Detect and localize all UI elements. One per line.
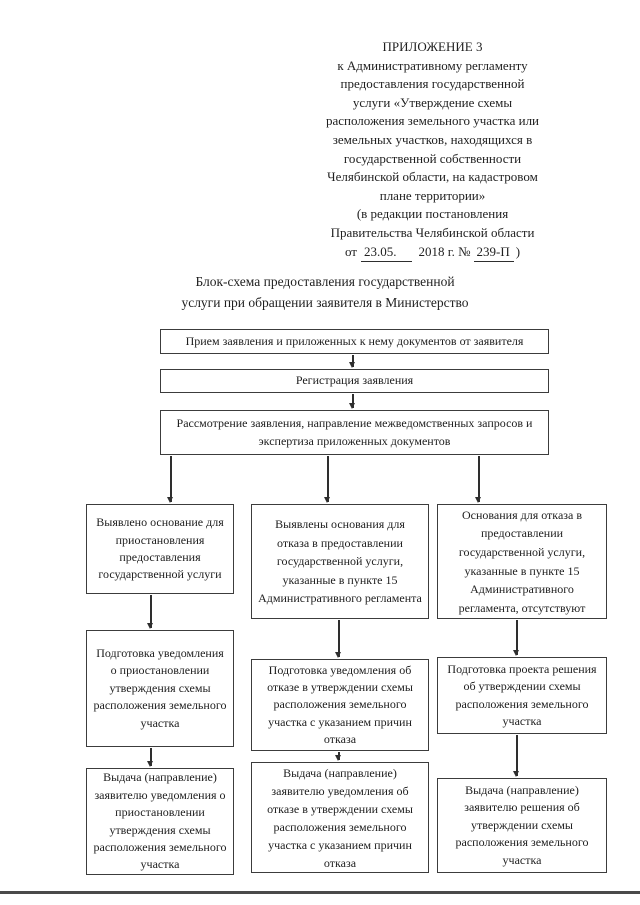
arrow-down-icon [147,595,153,629]
arrow-down-icon [349,355,355,368]
arrow-down-icon [513,620,519,656]
date-suffix: ) [515,243,521,259]
header-line: предоставления государственной [340,76,525,92]
arrow-down-icon [349,394,355,409]
flow-box-refusal-grounds-found: Выявлены основания для отказа в предоста… [251,504,429,619]
handwritten-date: 23.05. [360,243,413,263]
arrow-down-icon [167,456,173,503]
flowchart-title: Блок-схема предоставления государственно… [95,271,555,313]
flow-box-issue-suspension-notice: Выдача (направление) заявителю уведомлен… [86,768,234,875]
flowchart-title-line2: услуги при обращении заявителя в Министе… [181,295,469,310]
flow-box-receive-application: Прием заявления и приложенных к нему док… [160,329,549,354]
arrow-down-icon [147,748,153,767]
flow-box-prepare-approval-decision: Подготовка проекта решения об утверждени… [437,657,607,734]
header-line: к Административному регламенту [337,57,528,73]
header-line: (в редакции постановления [356,206,509,222]
page-bottom-rule [0,891,640,894]
flowchart-title-line1: Блок-схема предоставления государственно… [195,274,455,289]
flow-box-prepare-suspension-notice: Подготовка уведомления о приостановлении… [86,630,234,747]
flow-box-suspension-ground-found: Выявлено основание для приостановления п… [86,504,234,594]
header-line: услуги «Утверждение схемы [352,94,513,110]
arrow-down-icon [335,620,341,658]
header-line: Правительства Челябинской области [330,224,535,240]
arrow-down-icon [335,752,341,761]
header-line: государственной собственности [343,150,522,166]
arrow-down-icon [475,456,481,503]
flow-box-register-application: Регистрация заявления [160,369,549,393]
handwritten-number: 239-П [474,243,514,263]
flow-box-review-application: Рассмотрение заявления, направление межв… [160,410,549,455]
flow-box-issue-approval-decision: Выдача (направление) заявителю решения о… [437,778,607,873]
arrow-down-icon [513,735,519,777]
appendix-header: ПРИЛОЖЕНИЕ 3 к Административному регламе… [225,38,640,263]
header-line: земельных участков, находящихся в [332,131,533,147]
header-line: плане территории» [379,187,486,203]
header-line-appendix: ПРИЛОЖЕНИЕ 3 [382,39,483,54]
date-prefix: от [344,243,357,259]
header-line: расположения земельного участка или [325,113,540,129]
header-line: Челябинской области, на кадастровом [327,169,538,185]
arrow-down-icon [324,456,330,503]
flow-box-no-refusal-grounds: Основания для отказа в предоставлении го… [437,504,607,619]
flow-box-issue-refusal-notice: Выдача (направление) заявителю уведомлен… [251,762,429,873]
date-middle: 2018 г. № [418,243,471,259]
flow-box-prepare-refusal-notice: Подготовка уведомления об отказе в утвер… [251,659,429,751]
